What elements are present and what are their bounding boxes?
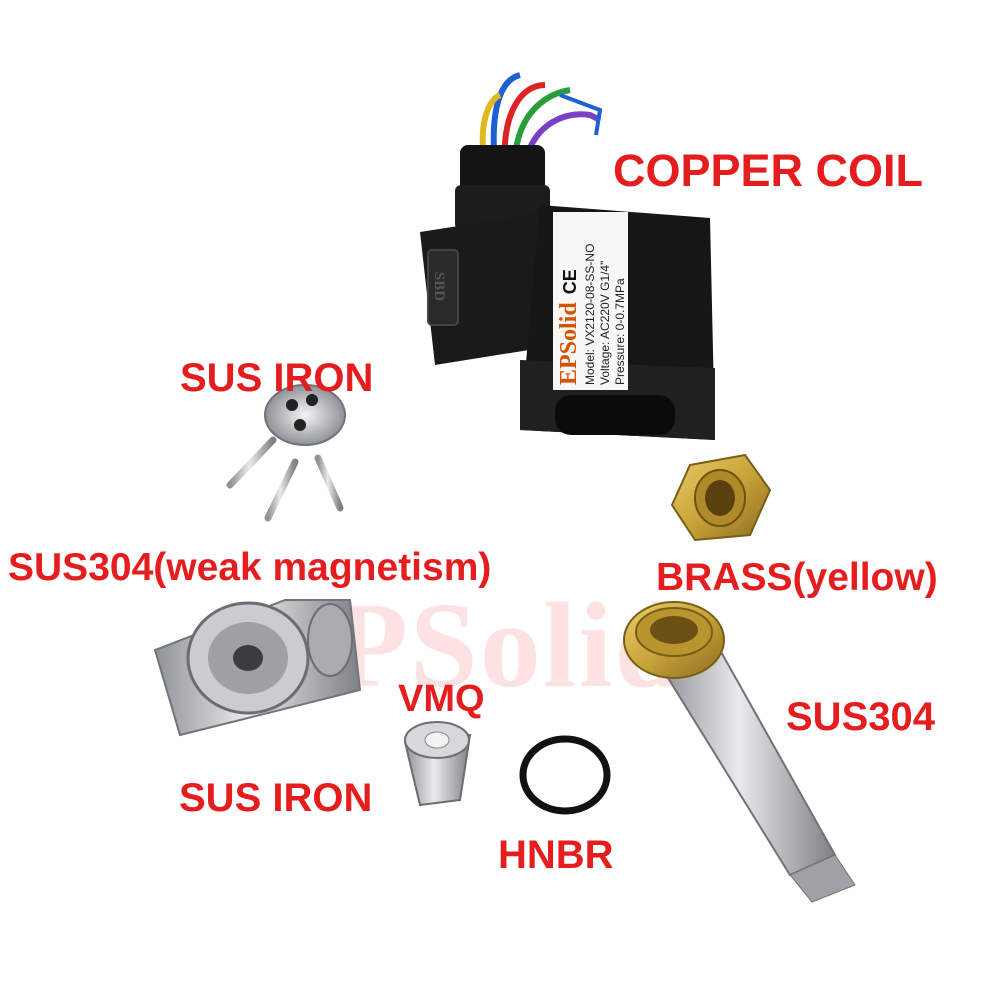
coil-label-sticker <box>553 212 628 390</box>
wire-tip <box>559 93 603 136</box>
spring <box>264 458 299 522</box>
valve-body-sus304 <box>153 599 362 737</box>
label-sus-iron-top: SUS IRON <box>180 356 374 400</box>
spring <box>314 454 344 512</box>
sus-iron-plunger-set <box>226 384 346 522</box>
brass-nut <box>670 453 772 542</box>
coil-pressure: Pressure: 0-0.7MPa <box>613 278 627 385</box>
copper-coil <box>420 72 715 440</box>
ce-mark: CE <box>560 269 580 295</box>
brand-logo-text: EPSolid <box>556 302 582 385</box>
connector-mark: SBD <box>431 271 448 302</box>
o-ring <box>519 735 611 815</box>
coil-label-text: EPSolid CE Model: VX2120-08-SS-NO Voltag… <box>556 215 628 385</box>
coil-model: Model: VX2120-08-SS-NO <box>583 243 597 385</box>
label-brass: BRASS(yellow) <box>656 556 938 599</box>
label-sus-iron-bottom: SUS IRON <box>179 776 373 820</box>
spring <box>226 436 277 489</box>
label-sus304-weak-magnetism: SUS304(weak magnetism) <box>8 546 492 589</box>
plunger-sus-iron <box>403 721 472 807</box>
armature-tube-sus304 <box>623 601 856 903</box>
label-vmq: VMQ <box>398 678 485 720</box>
label-hnbr: HNBR <box>498 833 614 877</box>
label-sus304: SUS304 <box>786 695 935 739</box>
label-copper-coil: COPPER COIL <box>613 145 924 196</box>
coil-voltage: Voltage: AC220V G1/4" <box>598 260 612 385</box>
